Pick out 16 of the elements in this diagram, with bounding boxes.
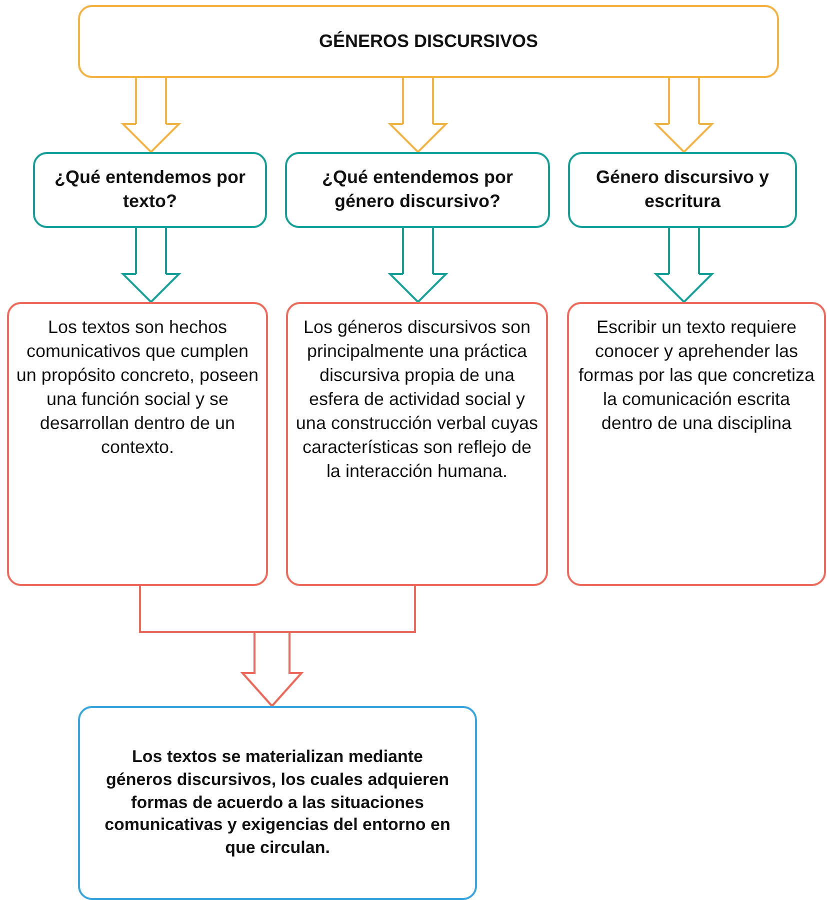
question-box [285,152,550,228]
body-text: Los textos son hechos comunicativos que cumplen un propósito concreto, poseen una función social y se desarrollan dentro de un contexto. [15,316,260,459]
definition-box [7,302,268,586]
heading-text: Género discursivo y escritura [594,166,770,213]
question-box [33,152,267,228]
definition-box [286,302,548,586]
conclusion-box [78,706,477,900]
heading-text: GÉNEROS DISCURSIVOS [318,30,538,53]
body-text: Los géneros discursivos son principalmente una práctica discursiva propia de una esfera de actividad social y una construcción verbal cuyas características son reflejo de la interacción humana. [294,316,540,483]
heading-text: Los textos se materializan mediante géneros discursivos, los cuales adquieren formas de acuerdo a las situaciones comunicativas y exigencias del entorno en que circulan. [104,746,452,859]
heading-text: ¿Qué entendemos por género discursivo? [320,166,514,213]
heading-text: ¿Qué entendemos por texto? [53,166,247,213]
definition-box [567,302,826,586]
title-box [78,5,779,78]
question-box [568,152,797,228]
body-text: Escribir un texto requiere conocer y aprehender las formas por las que concretiza la comunicación escrita dentro de una disciplina [577,316,816,435]
